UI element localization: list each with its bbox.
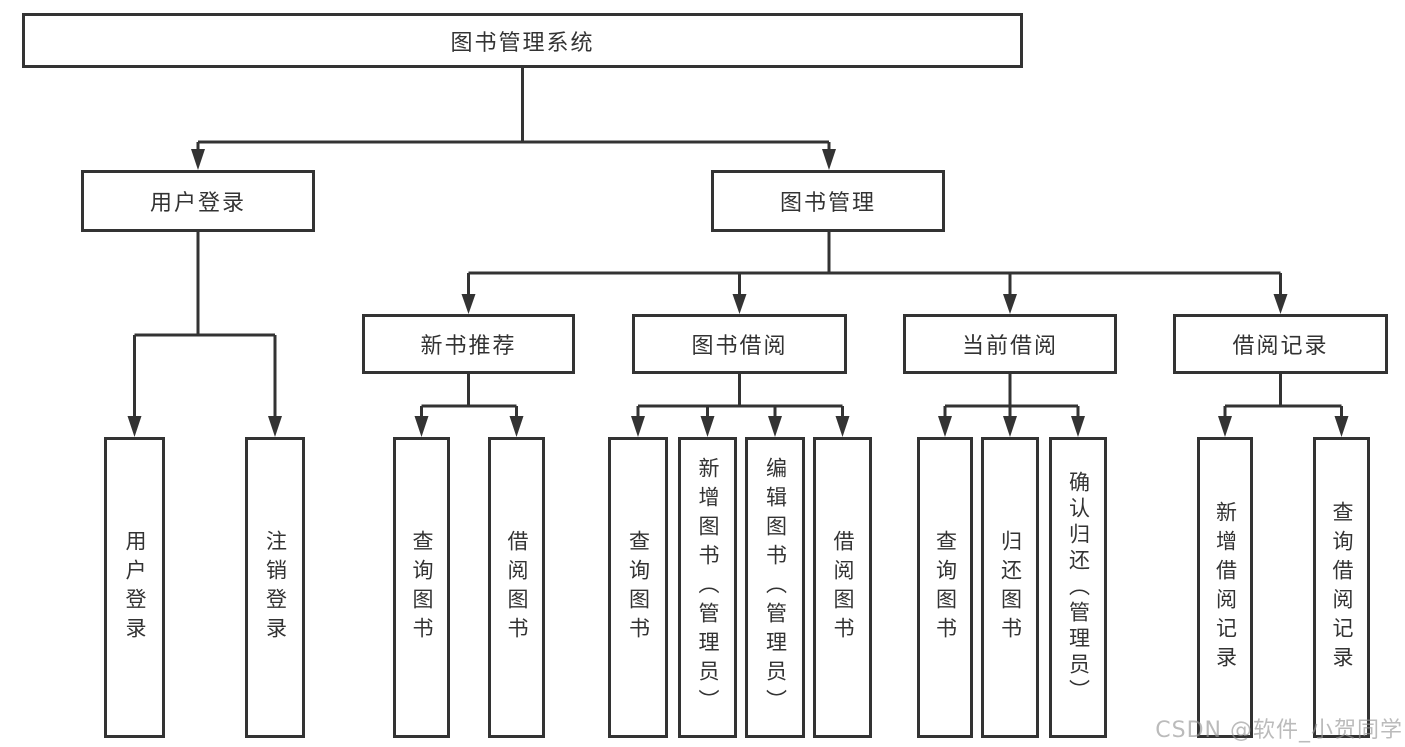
node-leaf-borrow-book-1: 借阅图书 — [488, 437, 545, 738]
node-current-borrow: 当前借阅 — [903, 314, 1117, 374]
node-leaf-query-book-3-label: 查询图书 — [933, 529, 958, 646]
node-leaf-borrow-book-2: 借阅图书 — [813, 437, 872, 738]
node-leaf-borrow-book-1-label: 借阅图书 — [505, 529, 529, 646]
node-leaf-edit-book: 编辑图书（管理员） — [745, 437, 805, 738]
node-leaf-add-book-label: 新增图书（管理员） — [696, 457, 720, 718]
node-leaf-user-login: 用户登录 — [104, 437, 165, 738]
node-root: 图书管理系统 — [22, 13, 1023, 68]
node-new-book-rec: 新书推荐 — [362, 314, 575, 374]
node-book-borrow: 图书借阅 — [632, 314, 847, 374]
node-leaf-logout: 注销登录 — [245, 437, 305, 738]
node-leaf-query-borrow-record: 查询借阅记录 — [1313, 437, 1370, 738]
node-leaf-user-login-label: 用户登录 — [123, 529, 147, 646]
arrow-down-icons — [127, 149, 1349, 437]
node-leaf-query-book-2-label: 查询图书 — [626, 529, 651, 646]
node-leaf-confirm-return-label: 确认归还（管理员） — [1066, 470, 1091, 705]
node-current-borrow-label: 当前借阅 — [961, 334, 1058, 359]
node-book-borrow-label: 图书借阅 — [691, 334, 788, 359]
node-leaf-query-book-3: 查询图书 — [917, 437, 973, 738]
node-leaf-query-book-1-label: 查询图书 — [410, 529, 434, 646]
node-book-mgmt-label: 图书管理 — [779, 191, 876, 216]
node-user-login-label: 用户登录 — [149, 191, 246, 216]
node-book-mgmt: 图书管理 — [711, 170, 945, 232]
csdn-watermark: CSDN @软件_小贺同学 — [1155, 718, 1403, 743]
node-borrow-records: 借阅记录 — [1173, 314, 1388, 374]
node-leaf-add-borrow-record-label: 新增借阅记录 — [1213, 500, 1238, 675]
node-leaf-confirm-return: 确认归还（管理员） — [1049, 437, 1107, 738]
node-leaf-borrow-book-2-label: 借阅图书 — [831, 529, 855, 646]
node-leaf-return-book: 归还图书 — [981, 437, 1039, 738]
node-borrow-records-label: 借阅记录 — [1232, 334, 1329, 359]
node-leaf-edit-book-label: 编辑图书（管理员） — [763, 457, 788, 718]
node-leaf-query-book-1: 查询图书 — [393, 437, 450, 738]
node-leaf-return-book-label: 归还图书 — [998, 529, 1023, 646]
node-leaf-logout-label: 注销登录 — [263, 529, 288, 646]
node-root-label: 图书管理系统 — [450, 30, 595, 56]
node-leaf-add-borrow-record: 新增借阅记录 — [1197, 437, 1253, 738]
node-leaf-query-borrow-record-label: 查询借阅记录 — [1330, 500, 1354, 675]
node-new-book-rec-label: 新书推荐 — [420, 334, 517, 359]
node-user-login: 用户登录 — [81, 170, 315, 232]
node-leaf-add-book: 新增图书（管理员） — [678, 437, 737, 738]
node-leaf-query-book-2: 查询图书 — [608, 437, 668, 738]
